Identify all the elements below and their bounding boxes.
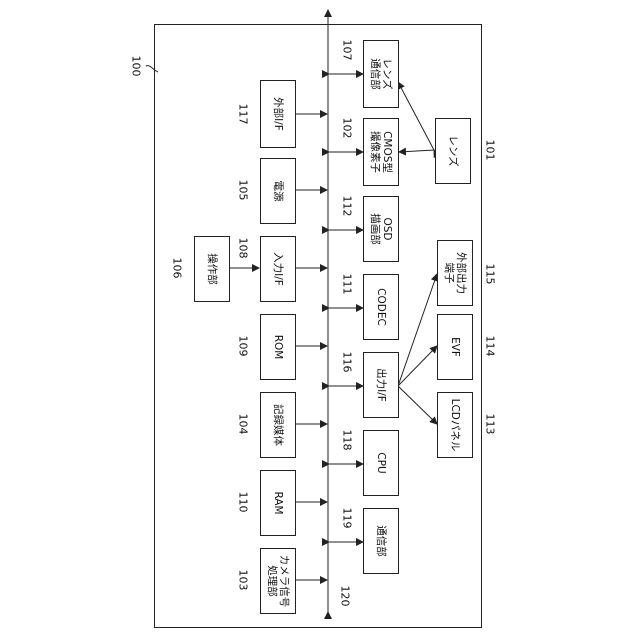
lens-comm-label: レンズ 通信部 (369, 58, 393, 90)
media-ref: 104 (237, 414, 250, 435)
lcd-ref: 113 (484, 414, 497, 435)
cmos-label: CMOS型 撮像素子 (369, 131, 393, 173)
ram-block: RAM (260, 470, 296, 536)
codec-label: CODEC (375, 288, 387, 326)
power-label: 電源 (272, 181, 284, 202)
cmos-block: CMOS型 撮像素子 (363, 118, 399, 186)
operation-label: 操作部 (206, 253, 218, 285)
camera-ref: 103 (237, 570, 250, 591)
lens-ref: 101 (484, 140, 497, 161)
rom-block: ROM (260, 314, 296, 380)
osd-block: OSD 描画部 (363, 196, 399, 262)
codec-block: CODEC (363, 274, 399, 340)
input-if-block: 入力I/F (260, 236, 296, 302)
ext-out-ref: 115 (484, 264, 497, 285)
lens-comm-ref: 107 (341, 40, 354, 61)
osd-ref: 112 (341, 196, 354, 217)
ext-out-label: 外部出力 端子 (443, 252, 467, 294)
cpu-ref: 118 (341, 430, 354, 451)
operation-block: 操作部 (194, 236, 230, 302)
out-if-ref: 116 (341, 352, 354, 373)
out-if-label: 出力I/F (375, 368, 387, 402)
camera-label: カメラ信号 処理部 (266, 555, 290, 608)
link-out-to-lcd (398, 386, 437, 424)
evf-ref: 114 (484, 336, 497, 357)
evf-block: EVF (437, 314, 473, 380)
link-out-to-ext-out (398, 274, 437, 386)
rom-ref: 109 (237, 336, 250, 357)
comm-block: 通信部 (363, 508, 399, 574)
ext-out-block: 外部出力 端子 (437, 240, 473, 306)
cmos-ref: 102 (341, 118, 354, 139)
cpu-label: CPU (375, 452, 387, 473)
link-lens-to-lens-comm (398, 82, 434, 150)
lens-label: レンズ (447, 135, 459, 166)
ext-if-ref: 117 (237, 104, 250, 125)
media-block: 記録媒体 (260, 392, 296, 458)
lens-block: レンズ (435, 118, 471, 184)
comm-ref: 119 (341, 508, 354, 529)
input-if-ref: 108 (237, 238, 250, 259)
link-lens-to-cmos (399, 150, 434, 152)
power-block: 電源 (260, 158, 296, 224)
operation-ref: 106 (171, 258, 184, 279)
input-if-label: 入力I/F (272, 252, 284, 286)
ram-ref: 110 (237, 492, 250, 513)
camera-block: カメラ信号 処理部 (260, 548, 296, 614)
ext-if-label: 外部I/F (272, 97, 284, 131)
ext-if-block: 外部I/F (260, 80, 296, 148)
power-ref: 105 (237, 180, 250, 201)
figure-leader (146, 66, 158, 72)
comm-label: 通信部 (375, 525, 387, 557)
figure-label: 100 (130, 56, 143, 77)
media-label: 記録媒体 (272, 404, 284, 446)
cpu-block: CPU (363, 430, 399, 496)
bus-top-label: 120 (339, 586, 352, 607)
osd-label: OSD 描画部 (369, 213, 393, 245)
out-if-block: 出力I/F (363, 352, 399, 418)
evf-label: EVF (449, 337, 461, 357)
lens-comm-block: レンズ 通信部 (363, 40, 399, 108)
lcd-block: LCDパネル (437, 392, 473, 458)
ram-label: RAM (272, 491, 284, 514)
lcd-label: LCDパネル (449, 399, 461, 452)
rom-label: ROM (272, 335, 284, 360)
codec-ref: 111 (341, 274, 354, 295)
link-out-to-evf (398, 346, 437, 386)
